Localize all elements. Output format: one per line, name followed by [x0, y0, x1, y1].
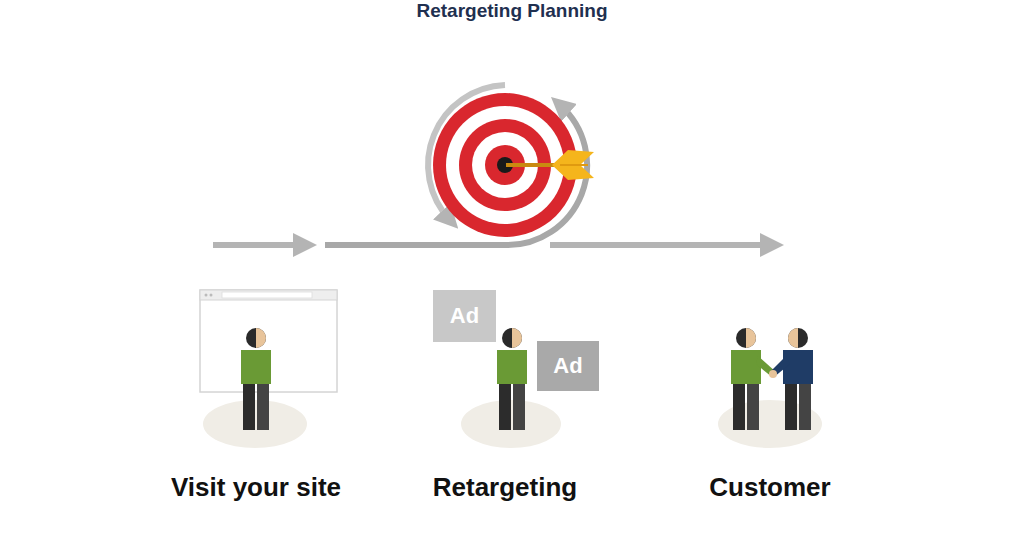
- retargeted-figure: [497, 328, 527, 430]
- ad-text: Ad: [553, 353, 582, 379]
- browser-window: [200, 290, 337, 392]
- handshake-figures: [731, 328, 813, 430]
- flow-arrows: [213, 85, 772, 245]
- ad-box: Ad: [537, 341, 599, 391]
- diagram-title: Retargeting Planning: [416, 0, 607, 22]
- dart: [506, 150, 594, 180]
- ad-text: Ad: [450, 303, 479, 329]
- floor-shadows: [203, 400, 822, 448]
- stage-label: Visit your site: [171, 472, 341, 503]
- stage-label: Customer: [709, 472, 830, 503]
- stage-label: Retargeting: [433, 472, 577, 503]
- ad-box: Ad: [433, 290, 496, 342]
- visitor-figure: [241, 328, 271, 430]
